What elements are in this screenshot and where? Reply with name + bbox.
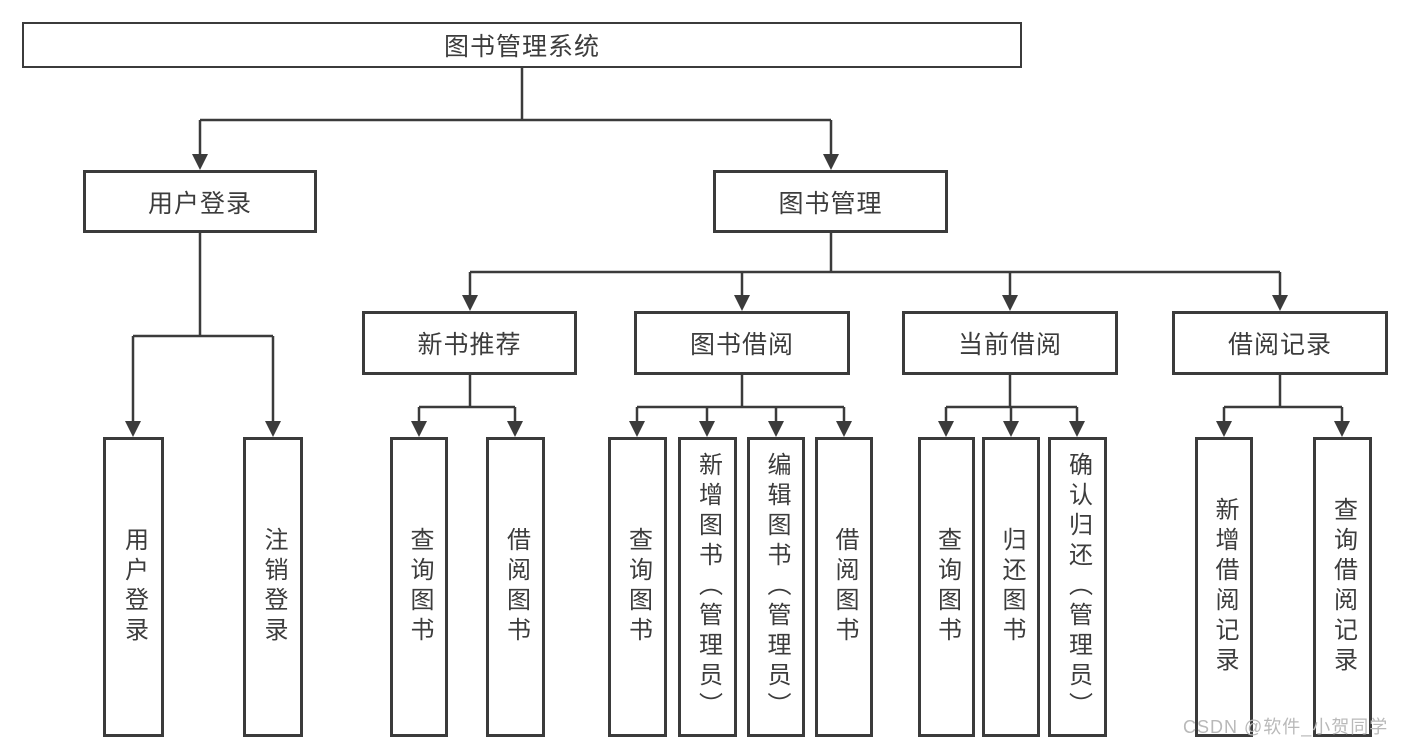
leaf-borrow-books: 借阅图书 xyxy=(815,437,873,737)
leaf-logout: 注销登录 xyxy=(243,437,303,737)
node-book-borrowing: 图书借阅 xyxy=(634,311,850,375)
node-book-management: 图书管理 xyxy=(713,170,948,233)
leaf-confirm-return-admin: 确认归还（管理员） xyxy=(1048,437,1107,737)
leaf-query-borrow-record: 查询借阅记录 xyxy=(1313,437,1372,737)
watermark: CSDN @软件_小贺同学 xyxy=(1183,717,1389,737)
leaf-query-books-recommend: 查询图书 xyxy=(390,437,448,737)
node-library-management-system: 图书管理系统 xyxy=(22,22,1022,68)
leaf-return-books: 归还图书 xyxy=(982,437,1040,737)
node-current-borrowing: 当前借阅 xyxy=(902,311,1118,375)
leaf-add-borrow-record: 新增借阅记录 xyxy=(1195,437,1253,737)
node-borrowing-records: 借阅记录 xyxy=(1172,311,1388,375)
leaf-borrow-books-recommend: 借阅图书 xyxy=(486,437,545,737)
node-new-book-recommendation: 新书推荐 xyxy=(362,311,577,375)
leaf-query-books-borrow: 查询图书 xyxy=(608,437,667,737)
leaf-query-books-current: 查询图书 xyxy=(918,437,975,737)
leaf-user-login: 用户登录 xyxy=(103,437,164,737)
node-user-login: 用户登录 xyxy=(83,170,317,233)
leaf-edit-books-admin: 编辑图书（管理员） xyxy=(747,437,805,737)
leaf-add-books-admin: 新增图书（管理员） xyxy=(678,437,737,737)
